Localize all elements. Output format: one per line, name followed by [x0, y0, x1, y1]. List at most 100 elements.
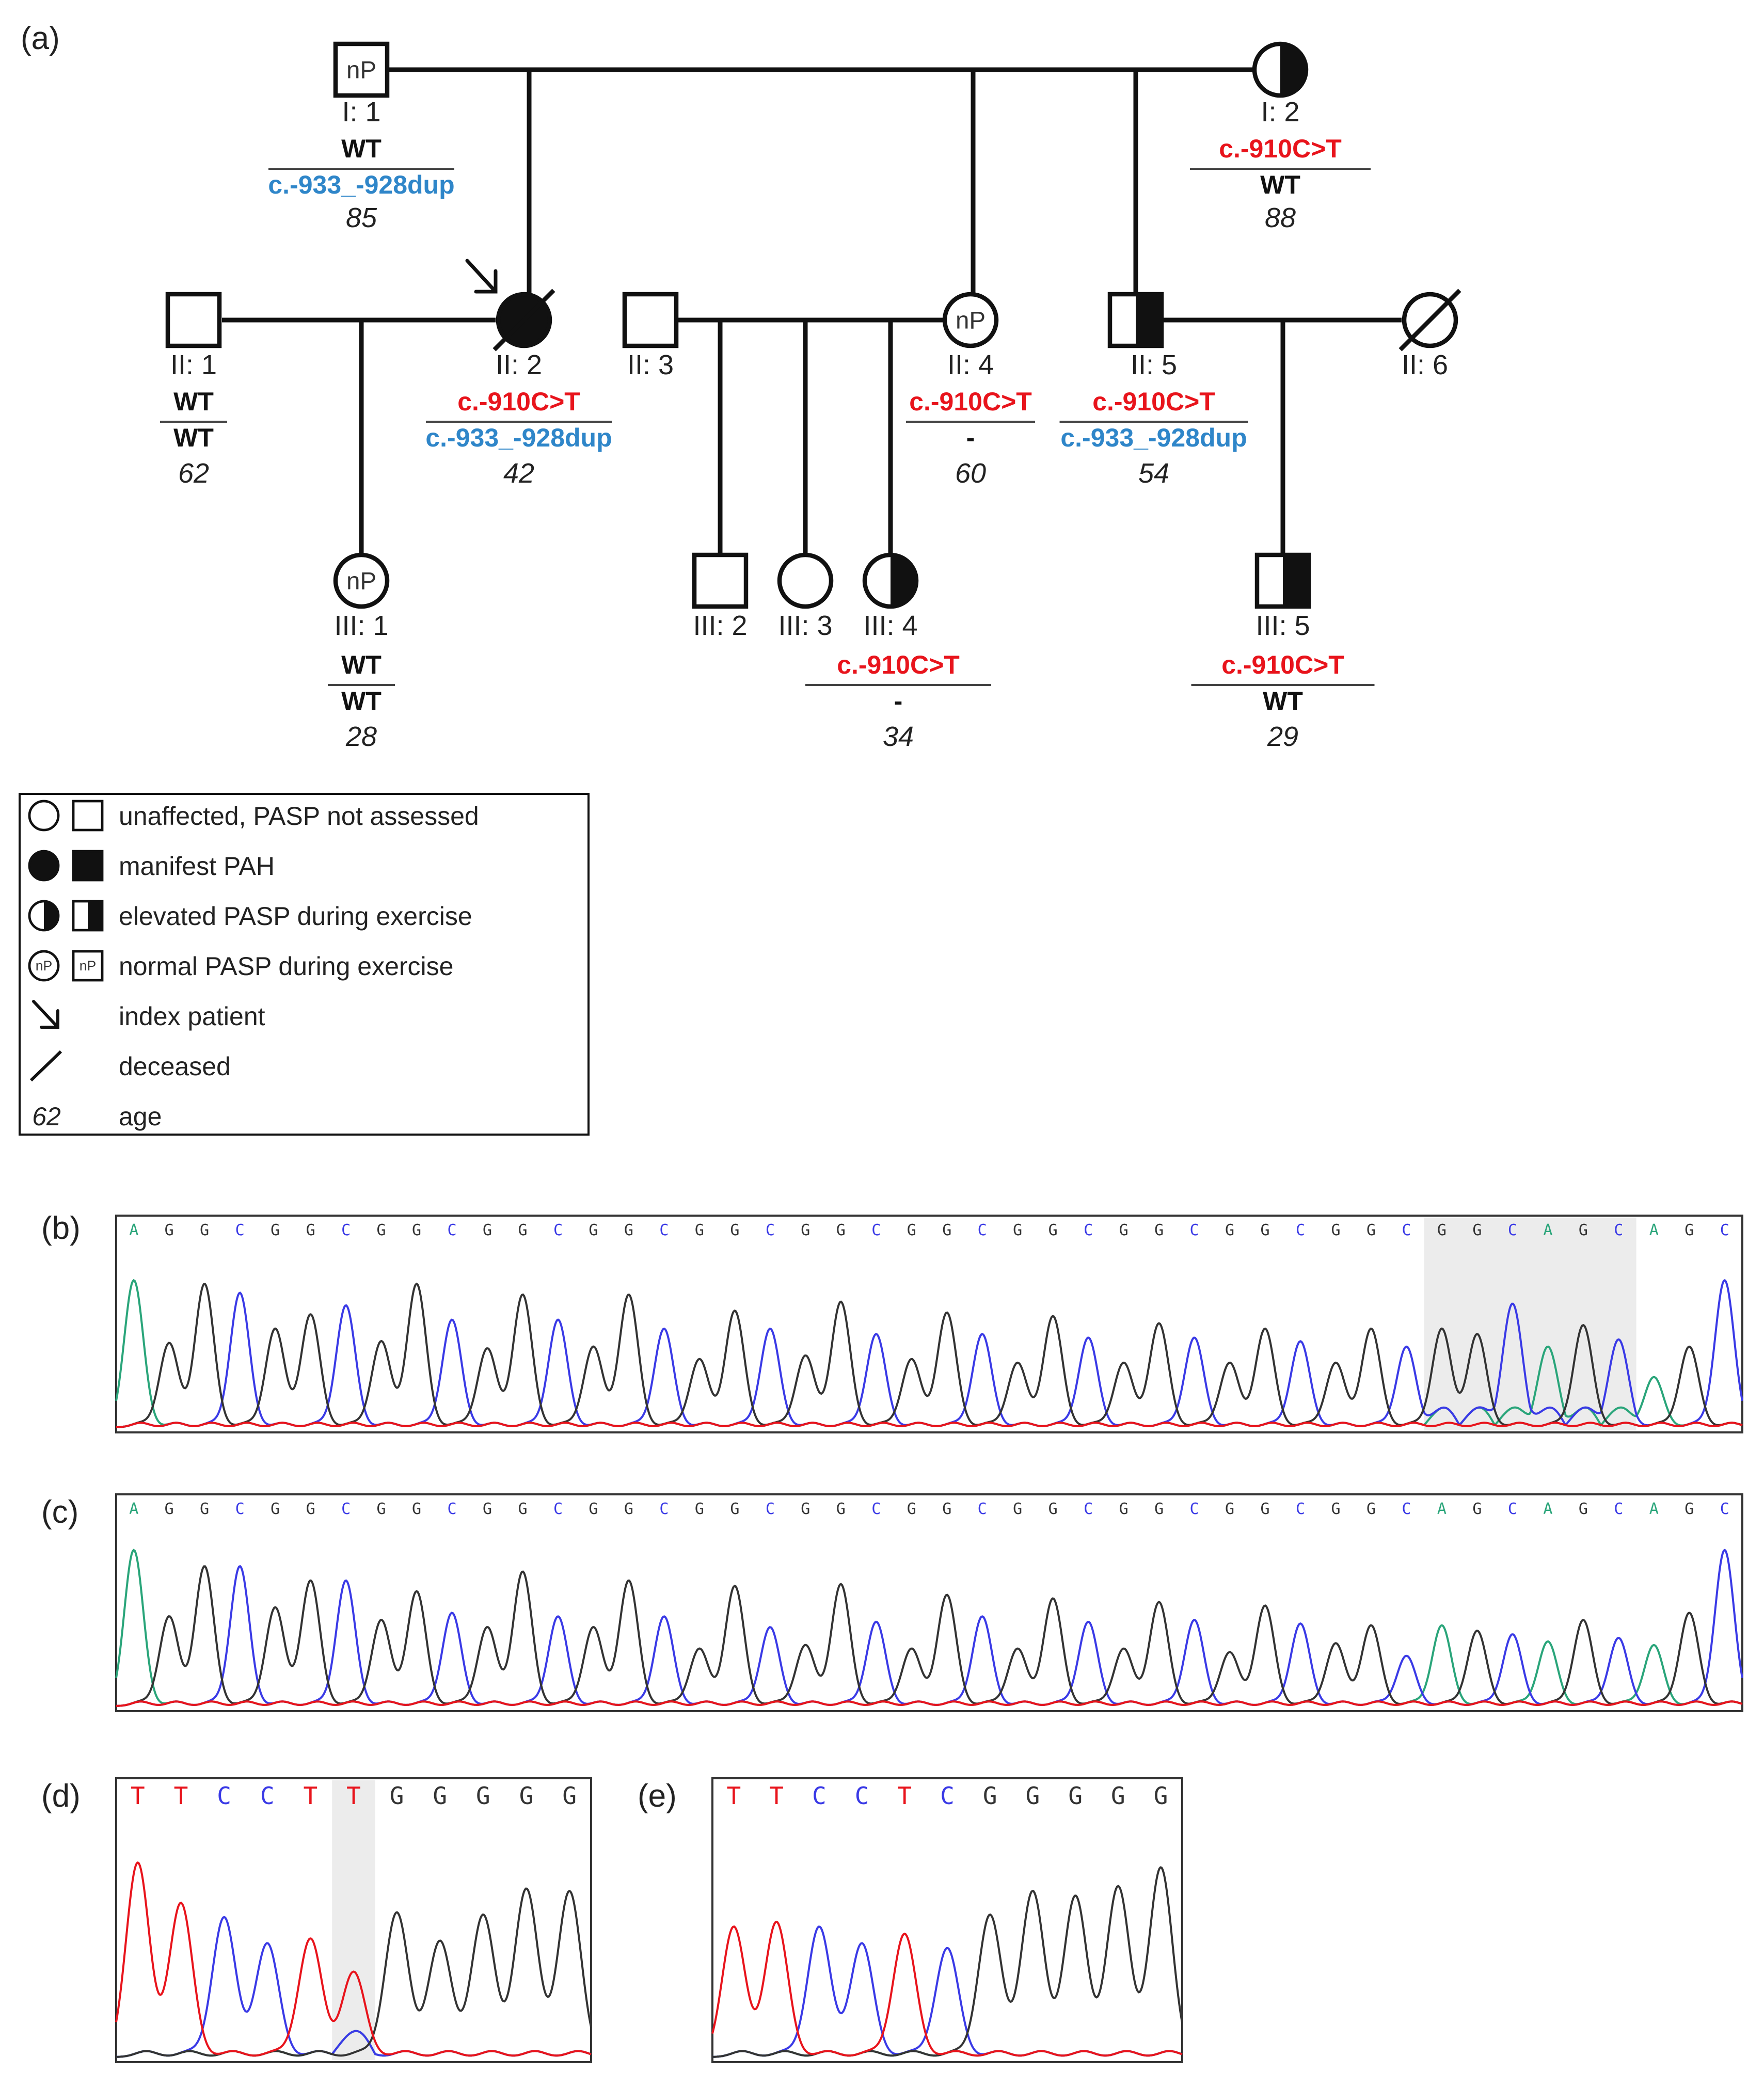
base-call-letter: G [200, 1221, 209, 1239]
individual-age: 42 [503, 458, 534, 489]
pedigree-symbol-i1: nP [333, 41, 390, 98]
genotype-allele-1: WT [341, 134, 382, 163]
pedigree-symbol-iii5 [1254, 552, 1311, 609]
base-call-letter: T [174, 1782, 188, 1810]
legend-row: index patient [32, 1000, 265, 1031]
base-call-letter: G [412, 1221, 421, 1239]
base-call-letter: G [306, 1221, 315, 1239]
trace-line-G [712, 1866, 1183, 2058]
trace-line-G [116, 1887, 592, 2058]
genotype-allele-1: c.-910C>T [837, 650, 960, 679]
base-call-letter: G [907, 1221, 916, 1239]
genotype-allele-2: c.-933_-928dup [425, 423, 612, 452]
legend-box [19, 793, 590, 1136]
legend-row: elevated PASP during exercise [28, 900, 472, 932]
legend-row: unaffected, PASP not assessed [28, 800, 479, 832]
base-call-letter: G [1048, 1500, 1058, 1518]
base-call-letter: G [695, 1221, 704, 1239]
base-call-letter: C [341, 1221, 351, 1239]
genotype-allele-1: c.-910C>T [909, 387, 1032, 416]
chromatogram-frame [115, 1215, 1743, 1433]
base-call-letter: G [730, 1500, 739, 1518]
legend-row: nP nP normal PASP during exercise [28, 950, 453, 982]
base-call-letter: G [801, 1221, 810, 1239]
base-call-letter: G [165, 1500, 174, 1518]
pedigree-symbol-iii2 [692, 552, 749, 609]
individual-age: 88 [1265, 202, 1296, 233]
individual-age: 62 [178, 458, 209, 489]
base-call-letter: C [1190, 1221, 1199, 1239]
legend-row: manifest PAH [28, 850, 275, 882]
legend-row: deceased [29, 1050, 231, 1082]
legend-label: manifest PAH [119, 852, 275, 881]
legend-circle-manifest-icon [28, 850, 60, 882]
base-call-letter: C [235, 1221, 245, 1239]
base-call-letter: C [1508, 1500, 1517, 1518]
legend-label: age [119, 1102, 162, 1131]
legend-circle-elevated-icon [28, 900, 60, 932]
base-call-letter: C [235, 1500, 245, 1518]
base-call-letter: T [769, 1782, 784, 1810]
base-call-letter: G [200, 1500, 209, 1518]
legend-square-np-icon: nP [72, 950, 104, 982]
individual-age: 85 [346, 202, 377, 233]
variant-highlight [1424, 1218, 1636, 1430]
base-call-letter: G [589, 1221, 598, 1239]
base-call-letter: G [271, 1221, 280, 1239]
individual-age: 60 [955, 458, 986, 489]
base-call-letter: C [260, 1782, 275, 1810]
genotype-allele-1: WT [341, 650, 382, 679]
chromatogram-frame [115, 1493, 1743, 1712]
base-call-letter: T [131, 1782, 145, 1810]
base-call-letter: C [766, 1221, 775, 1239]
base-call-letter: A [1543, 1221, 1552, 1239]
legend-label: normal PASP during exercise [119, 952, 453, 981]
base-call-letter: C [1614, 1500, 1623, 1518]
genotype-allele-2: c.-933_-928dup [1060, 423, 1247, 452]
base-call-letter: C [855, 1782, 869, 1810]
individual-id: II: 1 [170, 349, 217, 380]
base-call-letter: C [766, 1500, 775, 1518]
trace-line-C [116, 1549, 1743, 1707]
legend-label: elevated PASP during exercise [119, 902, 472, 931]
base-call-letter: G [165, 1221, 174, 1239]
base-call-letter: C [659, 1500, 669, 1518]
base-call-letter: G [1684, 1500, 1694, 1518]
base-call-letter: C [871, 1221, 881, 1239]
base-call-letter: G [1154, 1782, 1168, 1810]
base-call-letter: G [519, 1782, 534, 1810]
base-call-letter: G [390, 1782, 404, 1810]
base-call-letter: A [1543, 1500, 1552, 1518]
legend-circle-np-icon: nP [28, 950, 60, 982]
base-call-letter: C [1084, 1500, 1093, 1518]
panel-label-a: (a) [21, 21, 60, 56]
base-call-letter: C [978, 1221, 987, 1239]
legend-label: index patient [119, 1002, 265, 1031]
individual-age: 29 [1267, 721, 1298, 752]
genotype-allele-2: WT [173, 423, 214, 452]
legend-arrow-icon [32, 1000, 59, 1029]
individual-id: I: 1 [342, 97, 380, 127]
base-call-letter: C [1402, 1500, 1411, 1518]
individual-id: II: 6 [1402, 349, 1448, 380]
genotype-allele-1: c.-910C>T [457, 387, 580, 416]
base-call-letter: G [412, 1500, 421, 1518]
panel-label-c: (c) [41, 1494, 78, 1530]
base-call-letter: T [304, 1782, 318, 1810]
panel-label-e: (e) [638, 1778, 677, 1814]
individual-id: II: 2 [496, 349, 542, 380]
base-call-letter: A [1437, 1500, 1447, 1518]
base-call-letter: G [476, 1782, 490, 1810]
pedigree-symbol-iii4 [862, 552, 919, 609]
genotype-allele-2: WT [341, 687, 382, 715]
genotype-allele-1: c.-910C>T [1221, 650, 1344, 679]
base-call-letter: G [1013, 1500, 1022, 1518]
legend-label: unaffected, PASP not assessed [119, 802, 479, 831]
base-call-letter: G [942, 1500, 951, 1518]
trace-line-T [116, 1700, 1743, 1707]
normal-pasp-mark: nP [346, 568, 376, 595]
base-call-letter: G [695, 1500, 704, 1518]
